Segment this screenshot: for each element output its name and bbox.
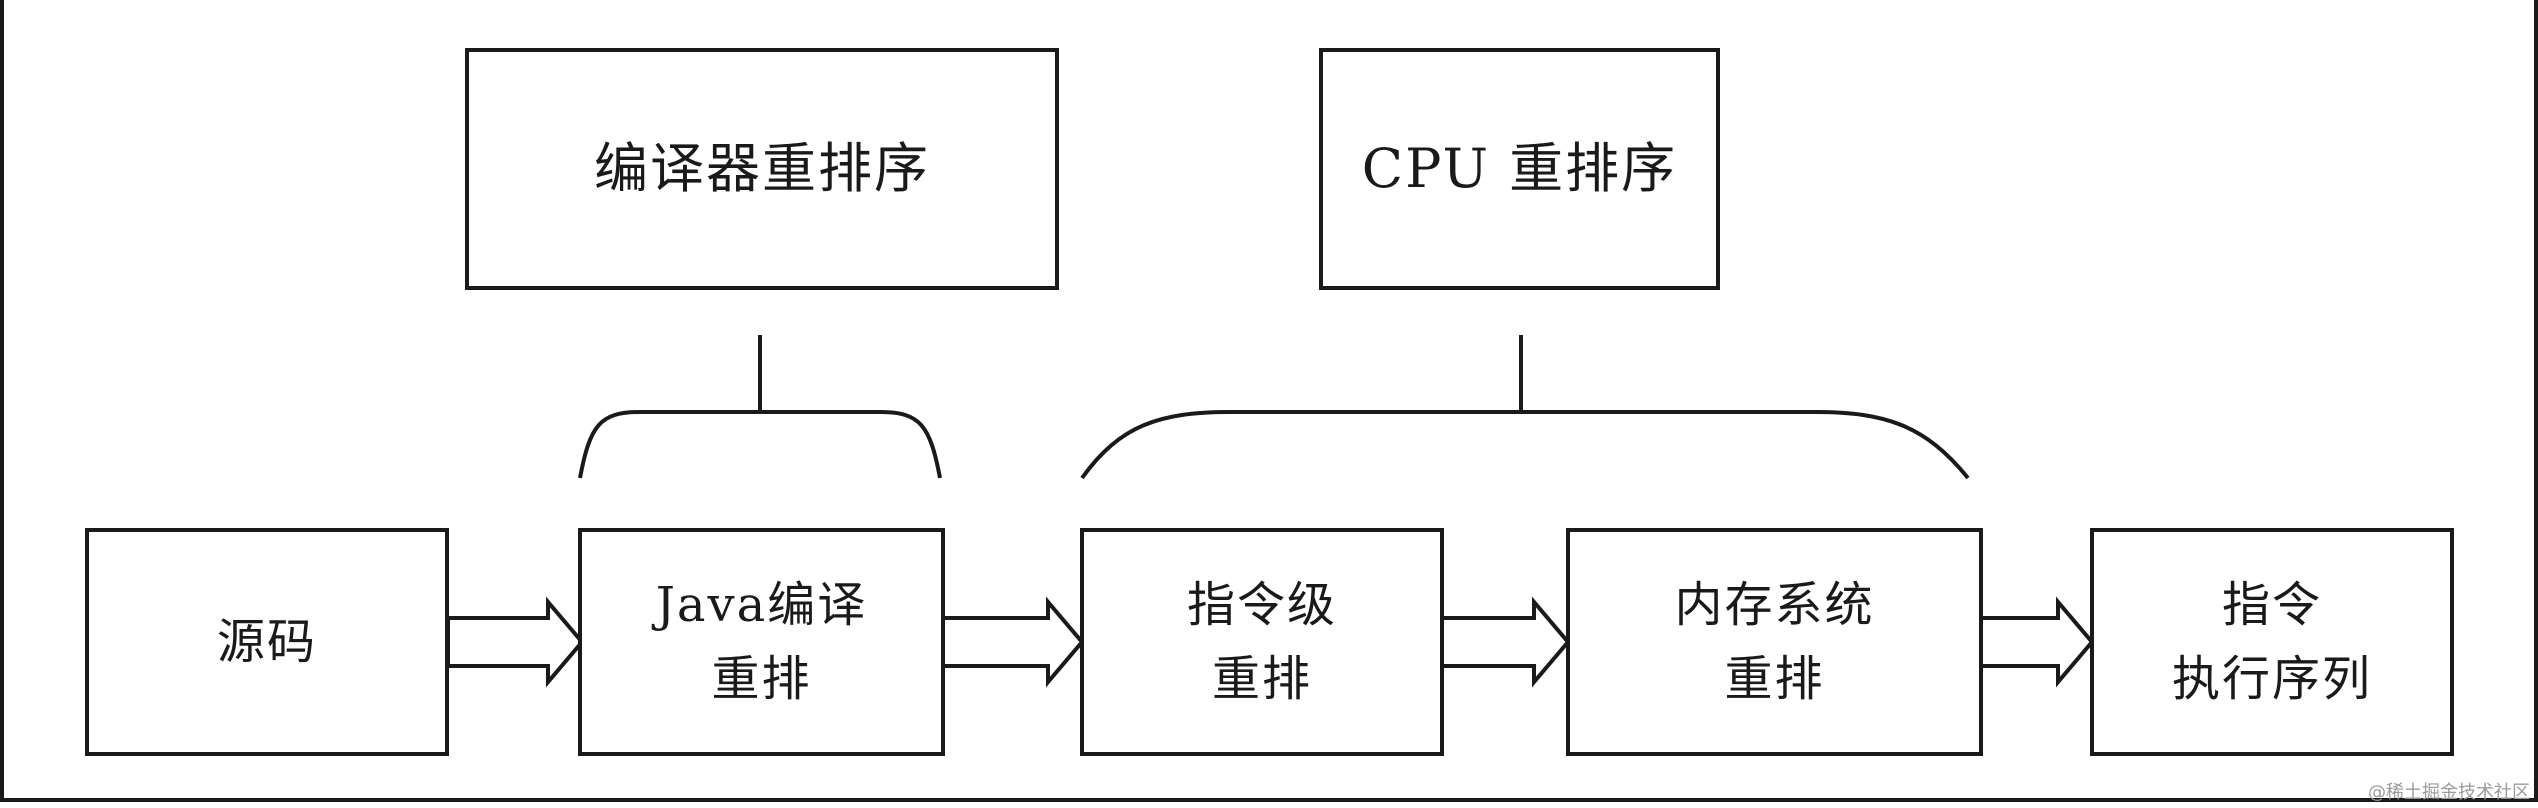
execution-sequence-box: 指令 执行序列 bbox=[2090, 528, 2454, 756]
cpu-reorder-label: CPU 重排序 bbox=[1361, 137, 1678, 200]
memory-system-label-line2: 重排 bbox=[1724, 651, 1825, 707]
execution-sequence-label-line2: 执行序列 bbox=[2171, 651, 2372, 707]
java-compile-label-line1: Java编译 bbox=[655, 577, 868, 633]
source-code-label: 源码 bbox=[216, 614, 317, 670]
instruction-level-reorder-box: 指令级 重排 bbox=[1080, 528, 1444, 756]
arrow-2 bbox=[941, 596, 1085, 688]
arrow-4 bbox=[1979, 596, 2095, 688]
compiler-brace bbox=[578, 335, 942, 479]
java-compile-reorder-box: Java编译 重排 bbox=[578, 528, 945, 756]
java-compile-label-line2: 重排 bbox=[711, 651, 812, 707]
compiler-reorder-box: 编译器重排序 bbox=[465, 48, 1059, 290]
watermark: @稀土掘金技术社区 bbox=[2368, 782, 2530, 803]
execution-sequence-label-line1: 指令 bbox=[2221, 577, 2322, 633]
cpu-brace bbox=[1080, 335, 1970, 480]
cpu-reorder-box: CPU 重排序 bbox=[1319, 48, 1720, 290]
source-code-box: 源码 bbox=[85, 528, 449, 756]
memory-system-label-line1: 内存系统 bbox=[1674, 577, 1875, 633]
instruction-level-label-line1: 指令级 bbox=[1186, 577, 1337, 633]
instruction-level-label-line2: 重排 bbox=[1211, 651, 1312, 707]
compiler-reorder-label: 编译器重排序 bbox=[594, 137, 930, 200]
arrow-3 bbox=[1440, 596, 1571, 688]
arrow-1 bbox=[446, 596, 585, 688]
memory-system-reorder-box: 内存系统 重排 bbox=[1566, 528, 1983, 756]
